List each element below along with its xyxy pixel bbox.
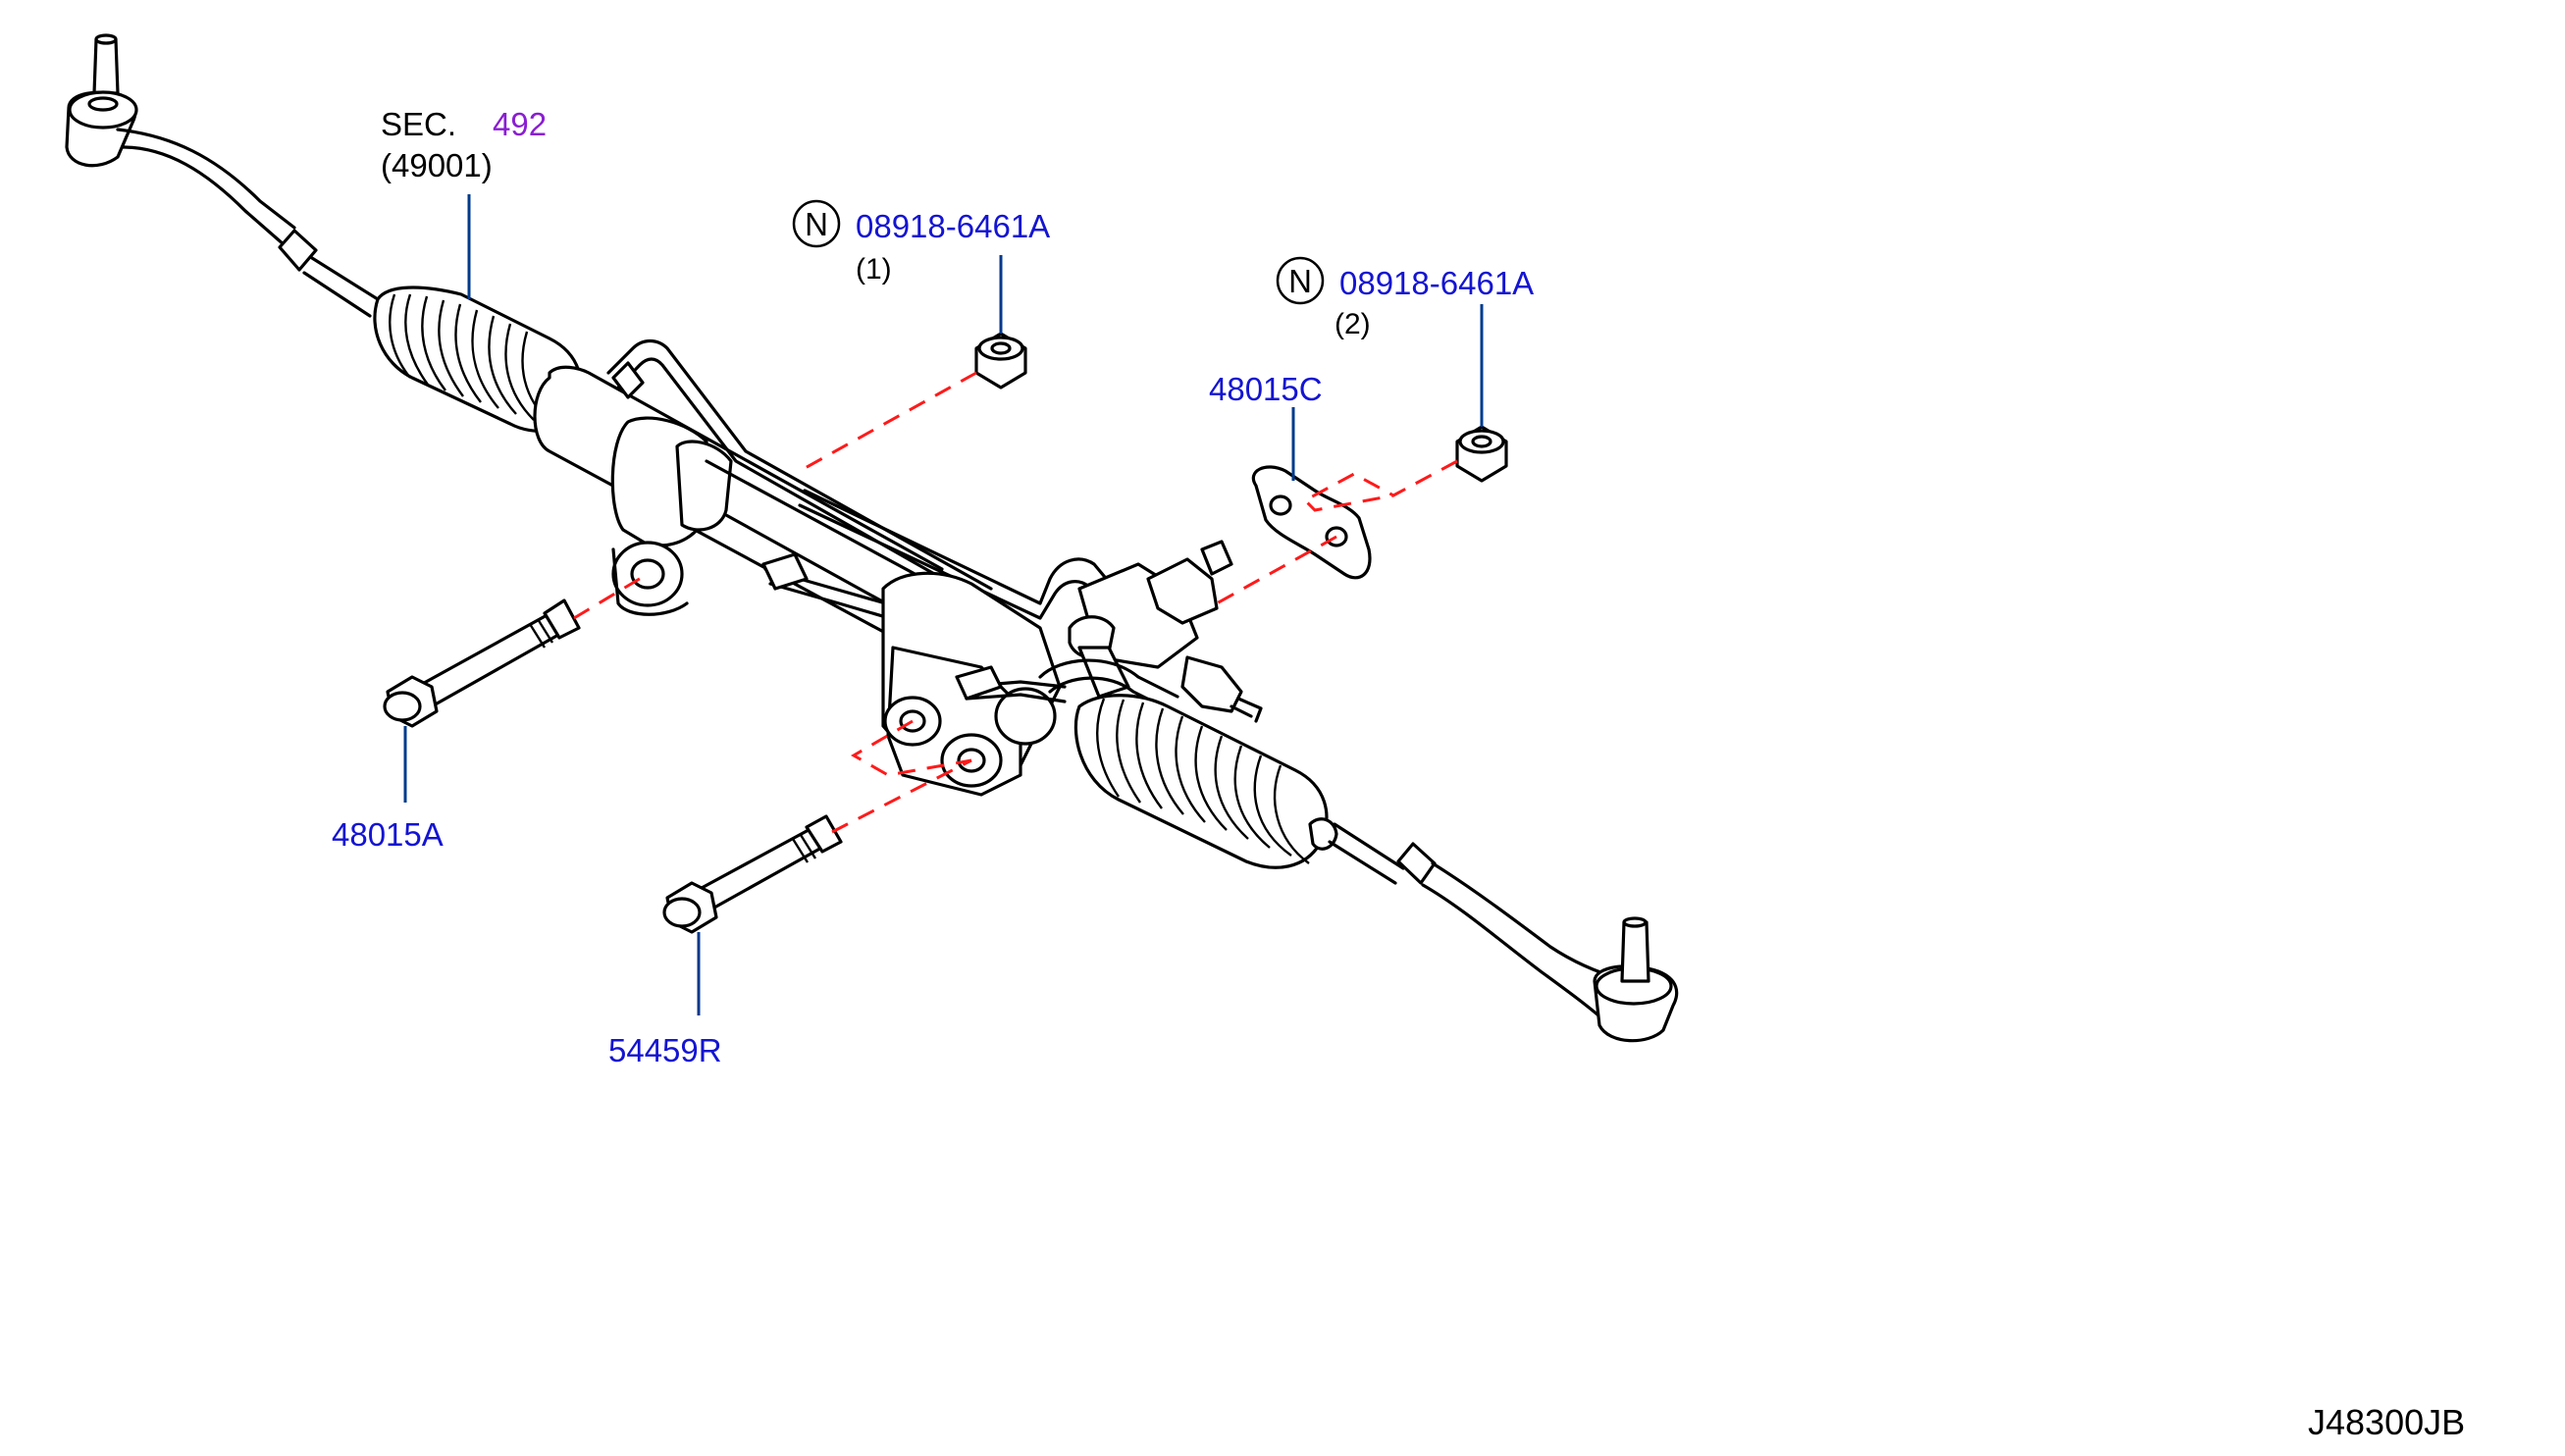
steering-gear-assembly [373, 286, 1338, 869]
leader-lines [403, 194, 1484, 1015]
nut-symbol-text: N [805, 206, 828, 242]
sec-sub-label: (49001) [381, 147, 493, 183]
bolt-54459r [662, 814, 843, 934]
part-link-08918-6461a-right[interactable]: 08918-6461A [1339, 265, 1534, 301]
qty-label-right: (2) [1335, 308, 1371, 340]
left-tie-rod-end [65, 33, 380, 318]
nut-top-callout: N 08918-6461A (1) [792, 199, 1050, 286]
sec-number-link[interactable]: 492 [493, 106, 547, 142]
plate-48015c [1251, 465, 1372, 580]
qty-label-top: (1) [856, 253, 892, 286]
installation-guide-lines [573, 371, 1458, 834]
labels: SEC. 492 (49001) N 08918-6461A (1) N 089… [332, 106, 2465, 1442]
part-link-54459r[interactable]: 54459R [608, 1032, 722, 1068]
nut-symbol-icon [792, 199, 841, 248]
part-link-48015c[interactable]: 48015C [1209, 371, 1323, 407]
nut-top [974, 332, 1027, 390]
nut-right [1455, 425, 1508, 483]
right-tie-rod-end [1328, 822, 1679, 1043]
nut-symbol-icon [1276, 256, 1325, 305]
part-link-48015a[interactable]: 48015A [332, 816, 444, 853]
nut-symbol-text: N [1288, 263, 1312, 299]
sec-label: SEC. [381, 106, 456, 142]
figure-code: J48300JB [2308, 1402, 2465, 1442]
nut-right-callout: N 08918-6461A (2) [1276, 256, 1534, 340]
part-link-08918-6461a-top[interactable]: 08918-6461A [856, 208, 1050, 244]
bolt-48015a [383, 598, 581, 728]
